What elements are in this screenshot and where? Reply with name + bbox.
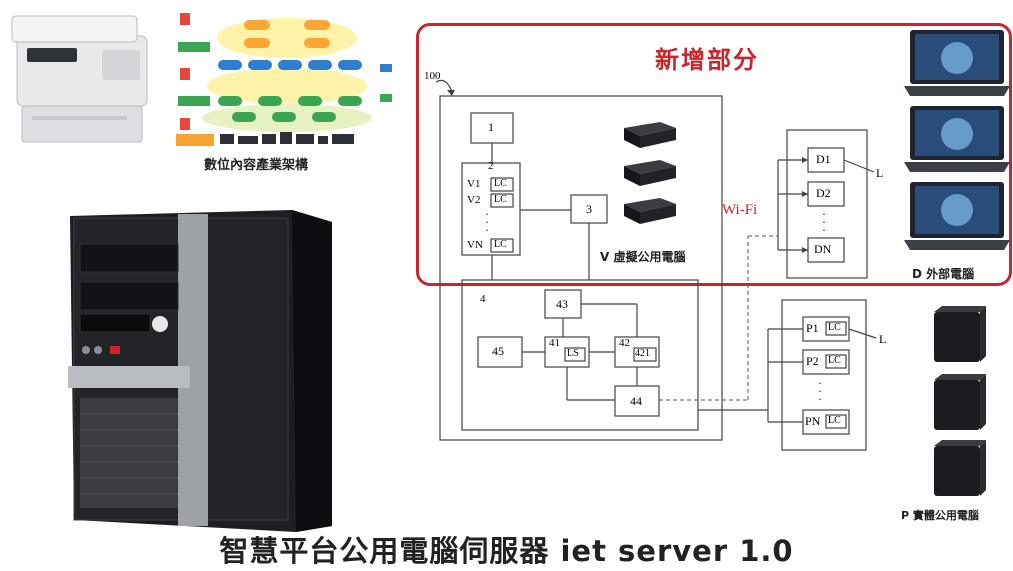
box-2-label: 2 (488, 160, 494, 172)
wifi-label: Wi-Fi (722, 202, 758, 218)
d-dots-1: · (822, 207, 826, 221)
p-dots-1: · (818, 376, 822, 390)
vn-label: VN (467, 239, 483, 251)
mini-pc-image-2 (624, 160, 676, 186)
p2-label: P2 (806, 354, 819, 368)
d2-label: D2 (816, 186, 831, 200)
p1-label: P1 (806, 321, 819, 335)
server-tower-image (68, 210, 332, 532)
box-4-label: 4 (480, 293, 486, 305)
physical-pc-image-1 (934, 306, 986, 362)
laptop-image-3 (904, 182, 1010, 250)
box-41-label: 41 (549, 337, 560, 349)
v2-label: V2 (467, 194, 481, 206)
d-dots-3: · (822, 223, 826, 237)
v-dots-3: · (485, 223, 489, 237)
physical-pc-image-3 (934, 440, 986, 496)
virtual-pc-label: V 虛擬公用電腦 (600, 250, 686, 264)
d-dots-2: · (822, 215, 826, 229)
mini-pc-image-3 (624, 198, 676, 224)
v-dots-1: · (485, 207, 489, 221)
physical-pc-image-2 (934, 374, 986, 430)
industry-chart (176, 13, 392, 146)
d1-label: D1 (816, 152, 831, 166)
mini-pc-image-1 (624, 122, 676, 148)
v1-label: V1 (467, 178, 481, 190)
p-dots-2: · (818, 384, 822, 398)
pn-lc-label: LC (828, 415, 841, 426)
new-section-highlight (416, 23, 1012, 286)
box-421-label: 421 (635, 348, 650, 359)
p-dots-3: · (818, 392, 822, 406)
box-3-label: 3 (586, 202, 592, 216)
main-caption: 智慧平台公用電腦伺服器 iet server 1.0 (219, 534, 794, 568)
printer-image (11, 15, 148, 143)
v1-lc-label: LC (494, 178, 507, 189)
box-1-label: 1 (488, 120, 494, 134)
laptop-image-1 (904, 30, 1010, 96)
external-pc-label: D 外部電腦 (912, 267, 975, 281)
laptop-image-2 (904, 106, 1010, 172)
v2-lc-label: LC (494, 194, 507, 205)
ref-100: 100 (424, 70, 441, 82)
dn-label: DN (814, 242, 832, 256)
p-l-label: L (879, 332, 887, 346)
p1-lc-label: LC (828, 322, 841, 333)
d-l-label: L (876, 166, 884, 180)
box-42-label: 42 (619, 337, 630, 349)
pn-label: PN (805, 414, 821, 428)
vn-lc-label: LC (494, 239, 507, 250)
box-43-label: 43 (556, 297, 568, 311)
box-45-label: 45 (492, 344, 504, 358)
box-44-label: 44 (630, 394, 642, 408)
new-section-title: 新增部分 (655, 46, 759, 74)
v-dots-2: · (485, 215, 489, 229)
p2-lc-label: LC (828, 355, 841, 366)
ls-label: LS (567, 348, 579, 359)
industry-label: 數位內容產業架構 (204, 158, 309, 173)
physical-pc-label: P 實體公用電腦 (901, 509, 979, 522)
